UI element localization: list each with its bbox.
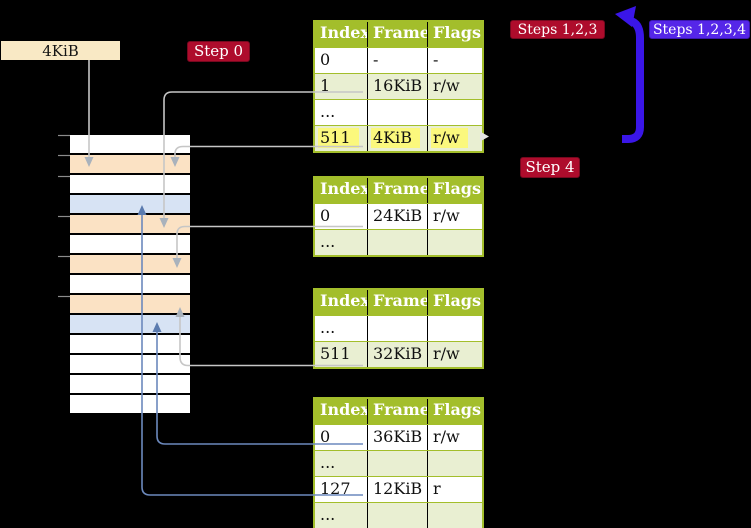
cell-index: 0	[320, 206, 331, 225]
table-row: ...	[315, 229, 482, 255]
cell-flags: r/w	[427, 425, 482, 450]
header-index: Index	[320, 23, 367, 42]
table-row: 127 12KiB r	[315, 476, 482, 502]
table-header-row: Index Frame Flags	[315, 178, 482, 203]
header-flags: Flags	[427, 399, 482, 424]
memory-row-free	[70, 175, 190, 195]
cell-frame	[367, 503, 427, 528]
step4-badge: Step 4	[520, 157, 580, 178]
recursive-loop-arrowhead-icon	[615, 6, 636, 27]
memory-row-free	[70, 395, 190, 415]
header-flags: Flags	[427, 22, 482, 47]
table-row: ...	[315, 502, 482, 528]
highlight: 511	[318, 128, 359, 148]
cell-flags	[427, 230, 482, 255]
header-frame: Frame	[367, 399, 427, 424]
cell-flags	[427, 503, 482, 528]
cell-index: ...	[320, 232, 336, 251]
cell-flags: r/w	[427, 74, 482, 99]
memory-row-frame	[70, 255, 190, 275]
header-flags: Flags	[427, 290, 482, 315]
page-table-level3: Index Frame Flags 0 24KiB r/w ...	[313, 176, 484, 257]
memory-row-free	[70, 235, 190, 255]
step0-badge: Step 0	[187, 41, 250, 62]
table-header-row: Index Frame Flags	[315, 399, 482, 424]
page-table-level4: Index Frame Flags 0 - - 1 16KiB r/w ... …	[313, 20, 484, 153]
header-index: Index	[320, 291, 367, 310]
recursive-loop-arrow	[622, 17, 644, 143]
cell-flags	[427, 100, 482, 125]
cell-frame: 12KiB	[367, 477, 427, 502]
memory-row-page	[70, 195, 190, 215]
table-row: ...	[315, 450, 482, 476]
cell-frame: 32KiB	[367, 342, 427, 367]
table-row: 0 36KiB r/w	[315, 424, 482, 450]
cell-frame	[367, 230, 427, 255]
header-index: Index	[320, 179, 367, 198]
memory-row-frame	[70, 155, 190, 175]
cell-index: 511	[320, 344, 351, 363]
header-flags: Flags	[427, 178, 482, 203]
page-table-level2: Index Frame Flags ... 511 32KiB r/w	[313, 288, 484, 369]
table-row: 0 - -	[315, 47, 482, 73]
table-row: ...	[315, 99, 482, 125]
frame-address-label: 4KiB	[1, 41, 120, 60]
table-header-row: Index Frame Flags	[315, 22, 482, 47]
steps1234-badge: Steps 1,2,3,4	[649, 20, 750, 39]
header-frame: Frame	[367, 290, 427, 315]
memory-row-frame	[70, 215, 190, 235]
cell-frame	[367, 451, 427, 476]
cell-index: 1	[320, 76, 331, 95]
header-index: Index	[320, 400, 367, 419]
memory-row-free	[70, 135, 190, 155]
cell-frame	[367, 316, 427, 341]
cell-flags: r/w	[427, 204, 482, 229]
cell-index: 0	[320, 50, 331, 69]
memory-row-page	[70, 315, 190, 335]
address-tick-marks	[58, 134, 70, 298]
memory-row-free	[70, 275, 190, 295]
cell-frame: -	[367, 48, 427, 73]
cell-index: ...	[320, 102, 336, 121]
cell-frame: 16KiB	[367, 74, 427, 99]
steps123-badge: Steps 1,2,3	[510, 20, 605, 39]
table-row-highlighted: 511 4KiB r/w	[315, 125, 482, 151]
memory-row-free	[70, 355, 190, 375]
cell-flags: r/w	[427, 342, 482, 367]
table-row: ...	[315, 315, 482, 341]
memory-row-frame	[70, 295, 190, 315]
highlight: r/w	[431, 128, 468, 148]
cell-index: 511	[315, 126, 367, 151]
table-row: 0 24KiB r/w	[315, 203, 482, 229]
cell-index: ...	[320, 453, 336, 472]
cell-flags: r	[427, 477, 482, 502]
cell-flags: r/w	[427, 126, 482, 151]
cell-flags	[427, 451, 482, 476]
table-header-row: Index Frame Flags	[315, 290, 482, 315]
cell-index: ...	[320, 318, 336, 337]
memory-row-free	[70, 375, 190, 395]
cell-flags: -	[427, 48, 482, 73]
header-frame: Frame	[367, 178, 427, 203]
cell-index: 127	[320, 479, 351, 498]
cell-flags	[427, 316, 482, 341]
header-frame: Frame	[367, 22, 427, 47]
cell-frame: 24KiB	[367, 204, 427, 229]
page-table-level1: Index Frame Flags 0 36KiB r/w ... 127 12…	[313, 397, 484, 528]
highlight: 4KiB	[371, 128, 421, 148]
memory-row-free	[70, 335, 190, 355]
table-row: 1 16KiB r/w	[315, 73, 482, 99]
cell-index: ...	[320, 505, 336, 524]
cell-index: 0	[320, 427, 331, 446]
cell-frame	[367, 100, 427, 125]
table-row: 511 32KiB r/w	[315, 341, 482, 367]
cell-frame: 4KiB	[367, 126, 427, 151]
memory-stack	[70, 135, 190, 415]
cell-frame: 36KiB	[367, 425, 427, 450]
